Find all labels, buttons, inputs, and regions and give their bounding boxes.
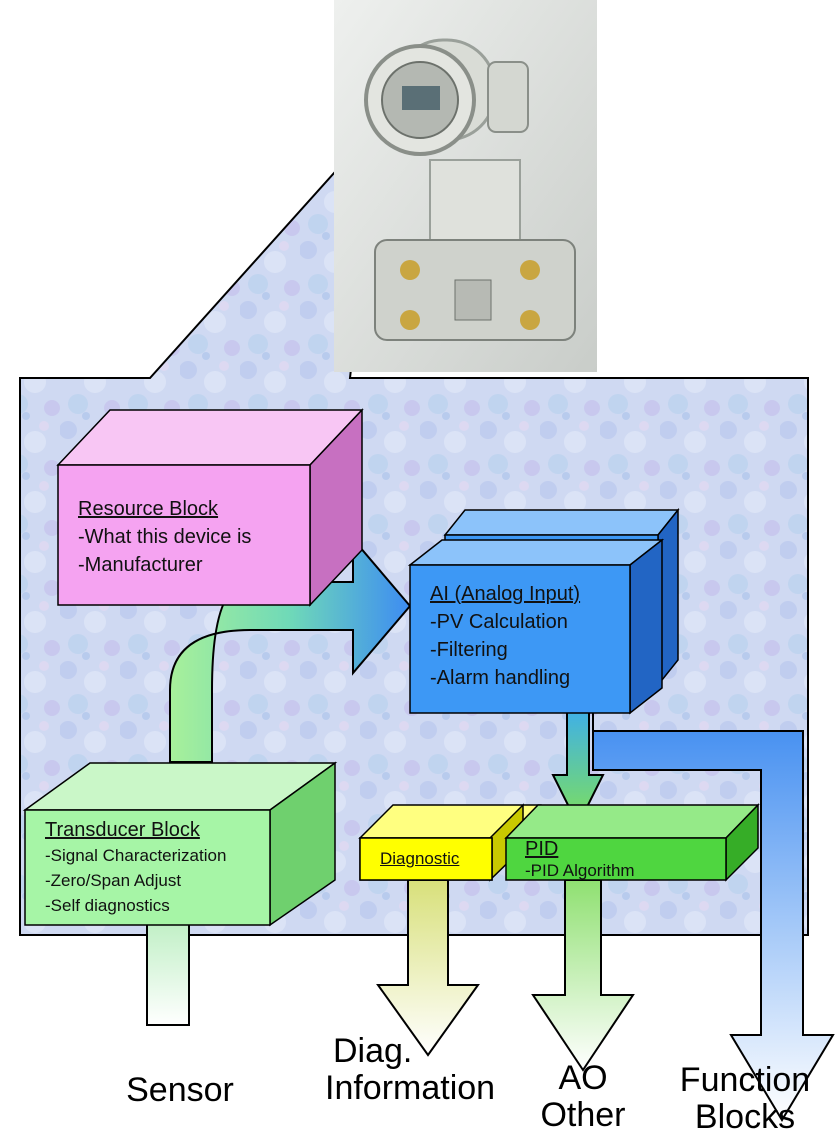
pid-block-title: PID — [525, 838, 559, 860]
pressure-transmitter-photo — [334, 0, 597, 372]
diag-information-label: Diag. Information — [325, 1033, 525, 1107]
ao-other-label: AO Other — [538, 1060, 628, 1134]
resource-block-text: Resource Block -What this device is -Man… — [78, 495, 251, 579]
ao-label-line: Other — [540, 1096, 626, 1134]
function-blocks-label-line: Function — [679, 1061, 811, 1099]
ai-block-line: -PV Calculation — [430, 611, 568, 633]
ao-label-line: AO — [558, 1059, 608, 1097]
transducer-block-title: Transducer Block — [45, 819, 200, 841]
resource-block — [56, 408, 364, 607]
ai-block — [407, 538, 665, 715]
function-blocks-label-line: Blocks — [694, 1098, 796, 1136]
transducer-block-text: Transducer Block -Signal Characterizatio… — [45, 818, 226, 918]
transducer-block-line: -Self diagnostics — [45, 896, 170, 915]
diagnostic-block-text: Diagnostic — [380, 848, 492, 870]
sensor-label-text: Sensor — [126, 1071, 234, 1109]
pid-block — [504, 803, 760, 882]
pid-block-line: -PID Algorithm — [525, 861, 635, 880]
ai-block-line: -Filtering — [430, 639, 508, 661]
function-blocks-label: Function Blocks — [660, 1062, 830, 1136]
ai-block-title: AI (Analog Input) — [430, 583, 581, 605]
resource-block-line: -Manufacturer — [78, 554, 203, 576]
ai-block-line: -Alarm handling — [430, 667, 571, 689]
transducer-block-line: -Zero/Span Adjust — [45, 871, 182, 890]
diagnostic-block-body — [359, 837, 493, 881]
transducer-block-line: -Signal Characterization — [45, 846, 227, 865]
ai-block-text: AI (Analog Input) -PV Calculation -Filte… — [430, 580, 580, 692]
function-blocks-arrow — [592, 705, 835, 1122]
transducer-block — [22, 761, 338, 927]
sensor-label: Sensor — [110, 1072, 250, 1109]
pid-block-text: PID -PID Algorithm — [525, 838, 635, 882]
resource-block-line: -What this device is — [78, 526, 252, 548]
pid-output-arrow — [531, 879, 635, 1072]
diag-label-line: Diag. — [333, 1032, 413, 1070]
diag-output-arrow — [376, 879, 480, 1057]
ai-to-pid-arrow — [551, 709, 605, 828]
diag-label-line: Information — [325, 1069, 496, 1107]
diagnostic-block-title: Diagnostic — [380, 849, 460, 868]
resource-block-title: Resource Block — [78, 498, 219, 520]
